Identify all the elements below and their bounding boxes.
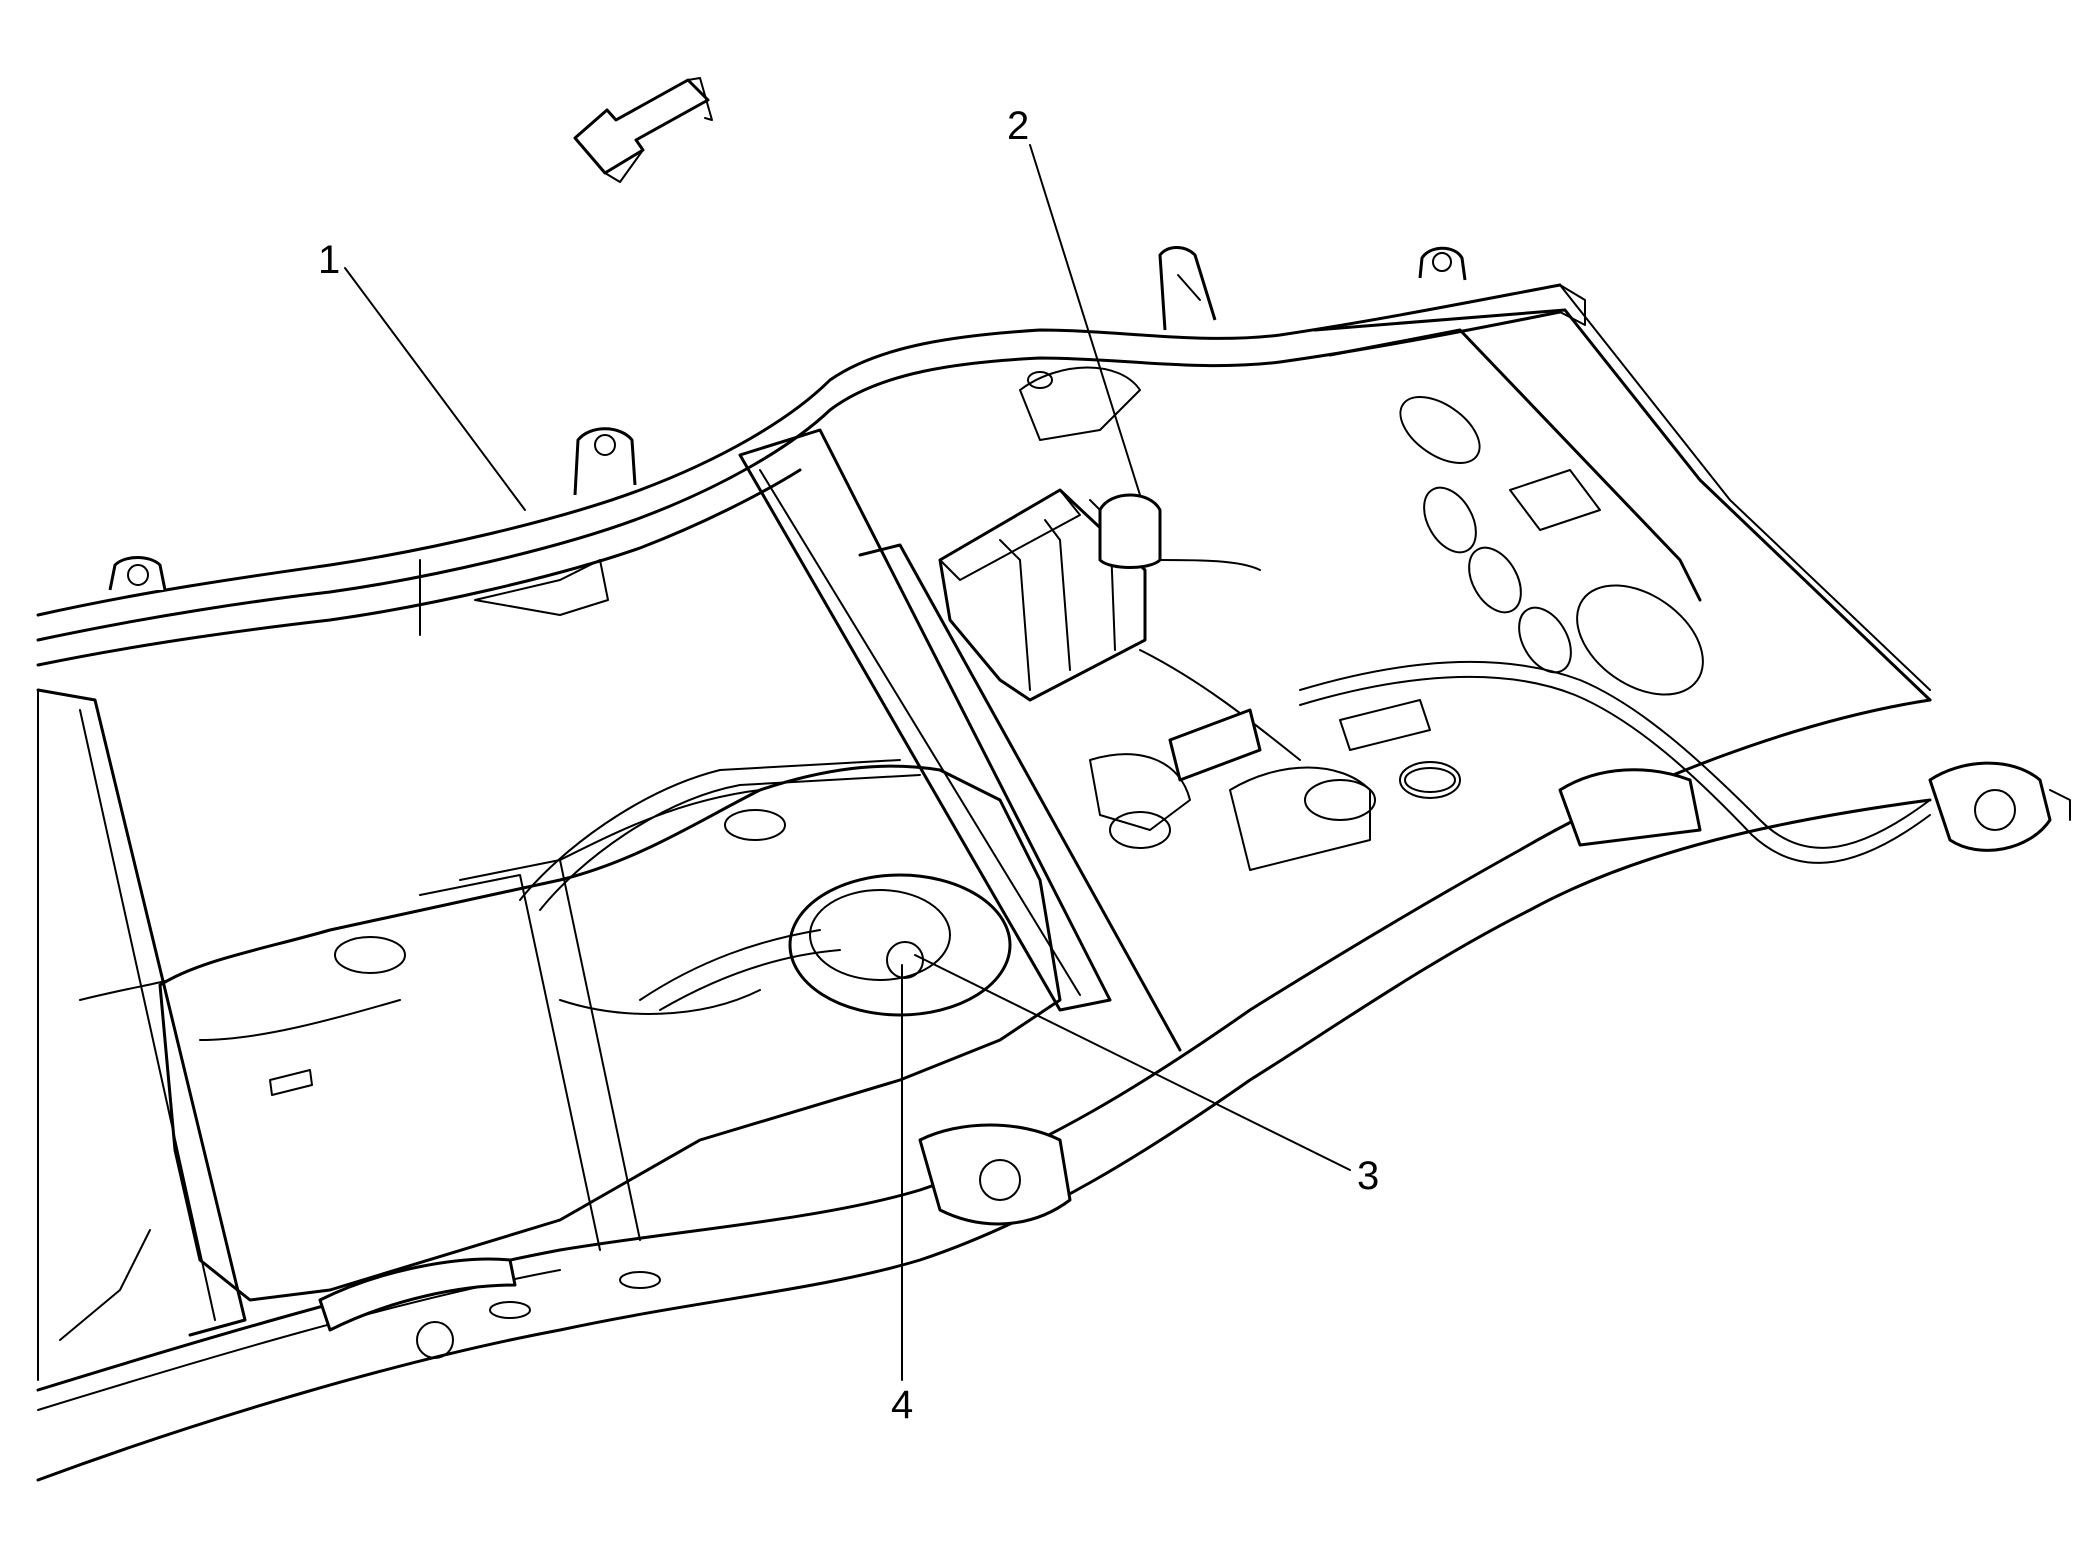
evap-canister xyxy=(938,488,1301,761)
leader-line-1 xyxy=(344,267,526,511)
rear-crossmember xyxy=(1313,284,1932,702)
right-frame-rail xyxy=(36,698,1932,1482)
left-frame-rail xyxy=(36,283,1586,667)
rear-shock-mounts xyxy=(1019,366,1461,871)
leader-line-2 xyxy=(1029,144,1141,496)
direction-arrow xyxy=(573,77,713,183)
frame-mount-brackets xyxy=(108,246,1467,591)
middle-crossmember xyxy=(738,428,1182,1052)
callout-leader-lines xyxy=(344,144,1351,1381)
callout-4: 4 xyxy=(891,1383,914,1427)
fuel-sender-module xyxy=(559,873,1012,1017)
rear-hitch-bracket xyxy=(1928,761,2071,852)
evap-vent-lines xyxy=(1168,660,1931,864)
leader-line-3 xyxy=(914,954,1351,1171)
callout-3: 3 xyxy=(1357,1154,1380,1198)
fuel-tank xyxy=(158,764,1062,1302)
front-crossmember xyxy=(36,688,247,1381)
callout-1: 1 xyxy=(318,238,341,282)
fuel-lines xyxy=(59,759,921,1341)
callout-2: 2 xyxy=(1007,104,1030,148)
